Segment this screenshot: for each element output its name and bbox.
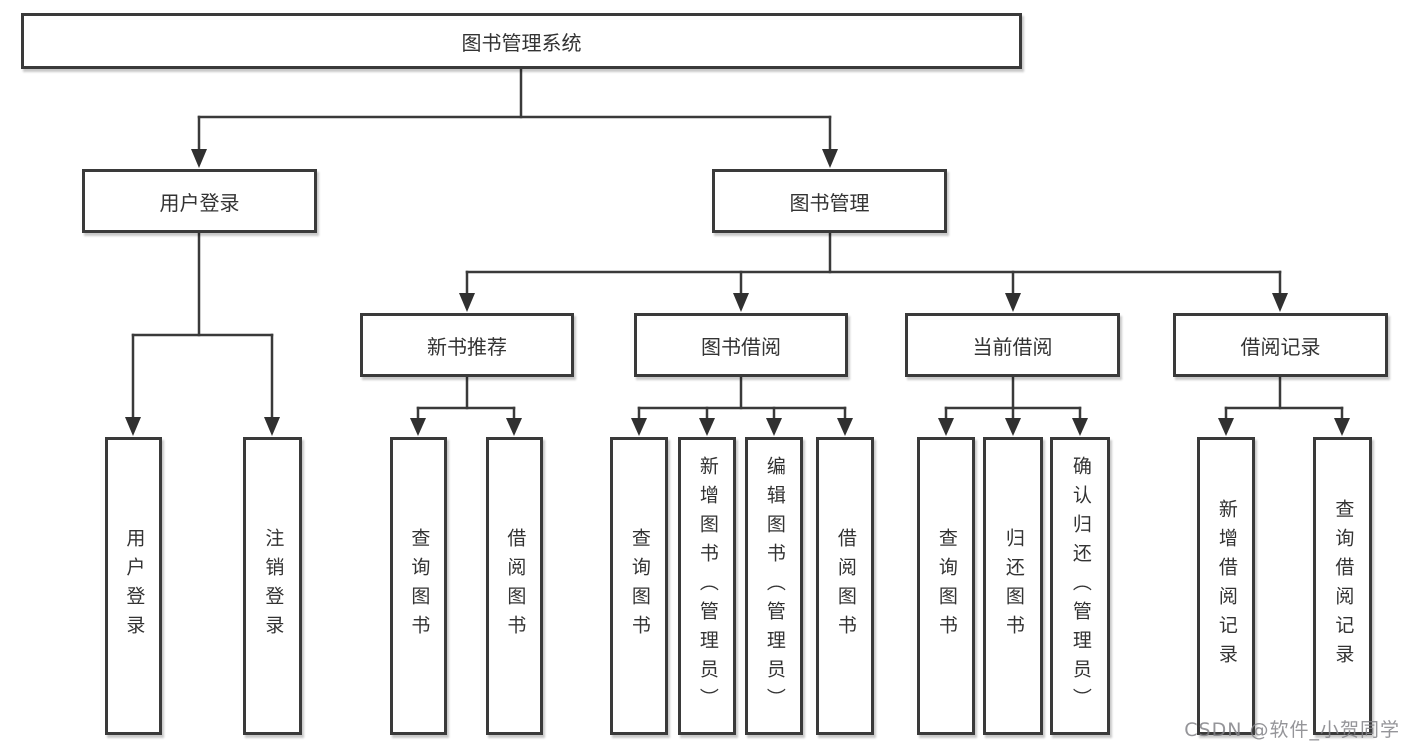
arrowhead-icon (766, 418, 782, 436)
section-box-current-borrowing: 当前借阅 (905, 313, 1120, 377)
leaf-box-query-borrow-record: 查询借阅记录 (1313, 437, 1372, 735)
root-box-library-management-system: 图书管理系统 (21, 13, 1022, 69)
arrowhead-icon (1005, 293, 1021, 312)
arrowhead-icon (938, 418, 954, 436)
leaf-box-edit-books-admin: 编辑图书（管理员） (745, 437, 803, 735)
section-box-book-borrowing: 图书借阅 (634, 313, 848, 377)
arrowhead-icon (1272, 293, 1288, 312)
branch-box-user-login: 用户登录 (82, 169, 317, 233)
arrowhead-icon (699, 418, 715, 436)
section-box-new-book-recommendation: 新书推荐 (360, 313, 574, 377)
leaf-box-logout: 注销登录 (243, 437, 302, 735)
arrowhead-icon (822, 149, 838, 168)
leaf-box-query-books-borrowing: 查询图书 (610, 437, 668, 735)
arrowhead-icon (191, 149, 207, 168)
leaf-box-add-borrow-record: 新增借阅记录 (1197, 437, 1255, 735)
leaf-box-return-books: 归还图书 (983, 437, 1043, 735)
leaf-box-user-login: 用户登录 (105, 437, 162, 735)
section-box-borrowing-records: 借阅记录 (1173, 313, 1388, 377)
arrowhead-icon (506, 418, 522, 436)
leaf-box-query-books-current: 查询图书 (917, 437, 975, 735)
arrowhead-icon (1072, 418, 1088, 436)
arrowhead-icon (733, 293, 749, 312)
arrowhead-icon (1218, 418, 1234, 436)
arrowhead-icon (631, 418, 647, 436)
leaf-box-add-books-admin: 新增图书（管理员） (678, 437, 736, 735)
arrowhead-icon (1334, 418, 1350, 436)
leaf-box-borrow-books-recommendation: 借阅图书 (486, 437, 543, 735)
arrowhead-icon (1005, 418, 1021, 436)
arrowhead-icon (459, 293, 475, 312)
watermark: CSDN @软件_小贺同学 (1184, 719, 1400, 741)
arrowhead-icon (125, 417, 141, 436)
arrowhead-icon (410, 418, 426, 436)
leaf-box-confirm-return-admin: 确认归还（管理员） (1050, 437, 1110, 735)
leaf-box-query-books-recommendation: 查询图书 (390, 437, 447, 735)
branch-box-book-management: 图书管理 (712, 169, 947, 233)
arrowhead-icon (264, 417, 280, 436)
leaf-box-borrow-books: 借阅图书 (816, 437, 874, 735)
arrowhead-icon (837, 418, 853, 436)
